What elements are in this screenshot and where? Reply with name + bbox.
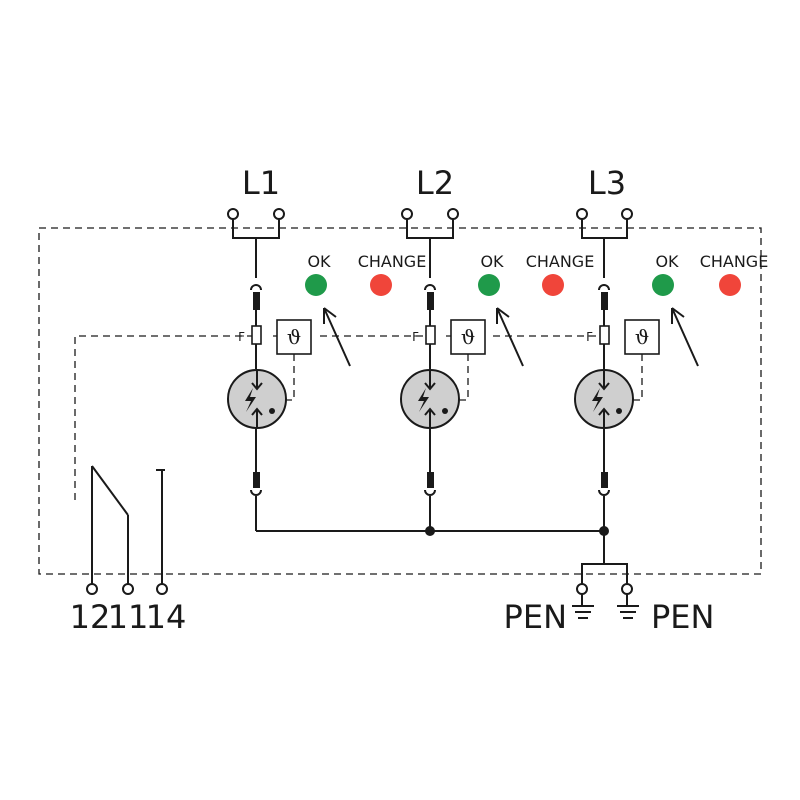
phase-l3-circuit: L3 F ϑ OK CHANGE — [574, 164, 769, 531]
phase-l2-circuit: L2 F ϑ OK CHANGE — [400, 164, 595, 531]
ok-indicator-l3 — [652, 274, 674, 296]
ok-label-l3: OK — [655, 252, 679, 271]
remote-signal-contact: 12 11 14 — [70, 465, 187, 636]
phase-label-l3: L3 — [588, 164, 626, 202]
contact-label-11: 11 — [108, 598, 149, 636]
thermal-disconnector-l1 — [276, 319, 312, 355]
input-terminal-l2-a — [401, 208, 413, 220]
plug-socket-bottom-l1 — [250, 489, 262, 496]
ground-icon-b — [617, 594, 639, 619]
thermal-symbol-l1: ϑ — [287, 325, 301, 349]
plug-socket-top-l1 — [250, 284, 262, 291]
fuse-l3 — [599, 325, 610, 345]
indicator-arrow-l3 — [671, 307, 699, 367]
contact-label-14: 14 — [146, 598, 187, 636]
plug-socket-top-l3 — [598, 284, 610, 291]
arrester-internals-l1 — [251, 370, 263, 428]
plug-contact-bottom-l3 — [601, 472, 608, 488]
plug-socket-bottom-l3 — [598, 489, 610, 496]
indicator-arrow-l1 — [323, 307, 351, 367]
input-bridge-l1 — [232, 219, 280, 278]
thermal-link-l1 — [285, 354, 295, 401]
fuse-label-l3: F — [586, 330, 593, 344]
ok-label-l1: OK — [307, 252, 331, 271]
thermal-symbol-l2: ϑ — [461, 325, 475, 349]
change-label-l3: CHANGE — [700, 252, 769, 271]
contact-terminal-14 — [156, 583, 168, 595]
contact-lever — [91, 465, 129, 516]
plug-socket-top-l2 — [424, 284, 436, 291]
input-bridge-l2 — [406, 219, 454, 278]
input-terminal-l1-a — [227, 208, 239, 220]
pen-terminal-a — [576, 583, 588, 595]
thermal-link-l2 — [459, 354, 469, 401]
contact-terminal-12 — [86, 583, 98, 595]
device-enclosure — [38, 227, 762, 575]
ground-icon-a — [572, 594, 594, 619]
arrester-dot-l1 — [269, 408, 275, 414]
lightning-icon-l1 — [245, 388, 256, 412]
pen-terminal-b — [621, 583, 633, 595]
arrester-dot-l2 — [442, 408, 448, 414]
input-terminal-l1-b — [273, 208, 285, 220]
arrester-internals-l2 — [424, 370, 436, 428]
input-terminal-l3-a — [576, 208, 588, 220]
plug-contact-bottom-l2 — [427, 472, 434, 488]
contact-terminal-11 — [122, 583, 134, 595]
input-terminal-l3-b — [621, 208, 633, 220]
plug-contact-top-l2 — [427, 292, 434, 310]
ok-indicator-l2 — [478, 274, 500, 296]
fuse-l2 — [425, 325, 436, 345]
plug-socket-bottom-l2 — [424, 489, 436, 496]
change-label-l2: CHANGE — [526, 252, 595, 271]
arrester-dot-l3 — [616, 408, 622, 414]
change-indicator-l1 — [370, 274, 392, 296]
change-label-l1: CHANGE — [358, 252, 427, 271]
ok-label-l2: OK — [480, 252, 504, 271]
fuse-label-l2: F — [412, 330, 419, 344]
phase-label-l1: L1 — [242, 164, 280, 202]
remote-signal-linkage — [74, 335, 602, 500]
input-terminal-l2-b — [447, 208, 459, 220]
plug-contact-top-l3 — [601, 292, 608, 310]
plug-contact-top-l1 — [253, 292, 260, 310]
thermal-disconnector-l2 — [450, 319, 486, 355]
lightning-icon-l2 — [418, 388, 429, 412]
change-indicator-l3 — [719, 274, 741, 296]
pen-label-right: PEN — [651, 598, 714, 636]
fuse-l1 — [251, 325, 262, 345]
bus-junction-l2 — [425, 526, 435, 536]
plug-contact-bottom-l1 — [253, 472, 260, 488]
phase-l1-circuit: L1 F ϑ OK CHANGE — [227, 164, 427, 531]
fuse-label-l1: F — [238, 330, 245, 344]
input-bridge-l3 — [581, 219, 628, 278]
pen-bridge — [581, 531, 628, 584]
arrester-internals-l3 — [598, 370, 610, 428]
indicator-arrow-l2 — [496, 307, 524, 367]
phase-label-l2: L2 — [416, 164, 454, 202]
ok-indicator-l1 — [305, 274, 327, 296]
lightning-icon-l3 — [592, 388, 603, 412]
change-indicator-l2 — [542, 274, 564, 296]
thermal-symbol-l3: ϑ — [635, 325, 649, 349]
thermal-link-l3 — [633, 354, 643, 401]
pen-label-left: PEN — [504, 598, 567, 636]
contact-label-12: 12 — [70, 598, 111, 636]
